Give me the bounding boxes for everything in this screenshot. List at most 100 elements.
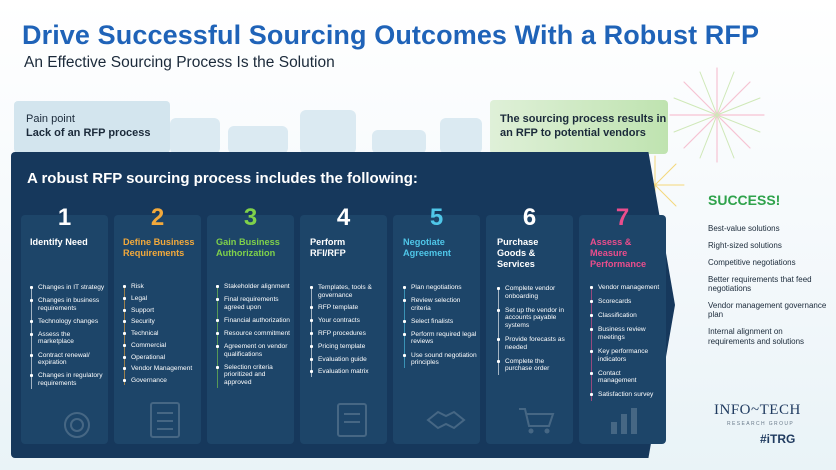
success-list-item: Internal alignment on requirements and s… xyxy=(708,327,805,346)
step-title-1: Identify Need xyxy=(30,237,88,247)
background-bar xyxy=(372,130,426,154)
pain-point-label: Pain point xyxy=(26,113,75,125)
step-list-item: Technical xyxy=(123,330,199,338)
step-list-item: Your contracts xyxy=(310,317,386,325)
step-timeline-line xyxy=(31,286,32,389)
pain-point-box xyxy=(14,101,170,153)
step-card-5 xyxy=(393,215,480,444)
step-list-item: Complete the purchase order xyxy=(497,358,573,373)
background-bar xyxy=(300,110,356,154)
step-list-item: Contract renewal/ expiration xyxy=(30,352,106,367)
step-timeline-line xyxy=(124,285,125,386)
pain-point-text: Lack of an RFP process xyxy=(26,127,151,139)
handshake-icon xyxy=(426,410,466,430)
step-card-2 xyxy=(114,215,201,444)
success-list-item: Best-value solutions xyxy=(708,224,780,233)
step-list-item: Provide forecasts as needed xyxy=(497,336,573,351)
success-list-item: Better requirements that feed negotiatio… xyxy=(708,274,812,294)
success-list-item: Right-sized solutions xyxy=(708,240,782,250)
step-list-item: Agreement on vendor qualifications xyxy=(216,343,292,358)
step-title-2: Define Business Requirements xyxy=(123,237,195,258)
result-text: The sourcing process results in an RFP t… xyxy=(500,113,667,139)
brand-tagline: RESEARCH GROUP xyxy=(727,421,795,427)
page-subtitle: An Effective Sourcing Process Is the Sol… xyxy=(24,54,335,71)
background-bar xyxy=(228,126,288,154)
step-title-4: Perform RFI/RFP xyxy=(310,237,346,258)
step-list-item: Commercial xyxy=(123,342,199,350)
step-list-item: Vendor management xyxy=(590,284,660,292)
step-timeline-line xyxy=(311,286,312,378)
step-list-item: Risk xyxy=(123,283,199,291)
firework-icon xyxy=(669,67,765,163)
step-list-item: RFP procedures xyxy=(310,330,386,338)
step-list-item: Evaluation guide xyxy=(310,356,386,364)
step-list-item: Satisfaction survey xyxy=(590,391,660,399)
step-list-item: Scorecards xyxy=(590,298,660,306)
step-list-item: Complete vendor onboarding xyxy=(497,285,573,300)
step-list-item: RFP template xyxy=(310,304,386,312)
success-title: SUCCESS! xyxy=(708,192,781,208)
step-number-2: 2 xyxy=(150,204,165,231)
bar-chart-icon xyxy=(611,408,637,434)
step-card-4 xyxy=(300,215,387,444)
step-list-item: Security xyxy=(123,318,199,326)
step-list-item: Changes in regulatory requirements xyxy=(30,372,106,387)
step-list-item: Legal xyxy=(123,295,199,303)
success-list-item: Competitive negotiations xyxy=(708,257,796,267)
checklist-icon xyxy=(150,402,180,438)
step-list-item: Evaluation matrix xyxy=(310,368,386,376)
step-title-7: Assess & Measure Performance xyxy=(590,237,647,269)
step-list-item: Use sound negotiation principles xyxy=(403,352,479,367)
step-number-6: 6 xyxy=(522,204,537,231)
step-timeline-line xyxy=(217,285,218,388)
step-list-item: Final requirements agreed upon xyxy=(216,296,292,311)
process-heading: A robust RFP sourcing process includes t… xyxy=(27,170,418,187)
step-list-item: Changes in business requirements xyxy=(30,297,106,312)
step-list-item: Key performance indicators xyxy=(590,348,660,363)
result-box xyxy=(490,100,668,154)
step-list-item: Pricing template xyxy=(310,343,386,351)
step-list-item: Assess the marketplace xyxy=(30,331,106,346)
background-bar xyxy=(170,118,220,154)
step-list-item: Templates, tools & governance xyxy=(310,284,386,299)
step-list-item: Review selection criteria xyxy=(403,297,479,312)
step-list-item: Governance xyxy=(123,377,199,385)
step-number-3: 3 xyxy=(243,204,258,231)
step-list-item: Stakeholder alignment xyxy=(216,283,292,291)
step-timeline-line xyxy=(591,286,592,402)
step-list-item: Plan negotiations xyxy=(403,284,479,292)
step-number-4: 4 xyxy=(336,204,351,231)
step-list-item: Support xyxy=(123,307,199,315)
step-list-item: Set up the vendor in accounts payable sy… xyxy=(497,307,573,330)
step-number-5: 5 xyxy=(429,204,444,231)
document-icon xyxy=(337,403,367,437)
step-list-item: Select finalists xyxy=(403,318,479,326)
cart-icon xyxy=(519,408,555,434)
step-list-item: Resource commitment xyxy=(216,330,292,338)
step-list-item: Selection criteria prioritized and appro… xyxy=(216,364,292,387)
step-timeline-line xyxy=(404,286,405,369)
step-list-item: Classification xyxy=(590,312,660,320)
target-icon xyxy=(64,412,90,438)
step-timeline-line xyxy=(498,287,499,376)
page-title: Drive Successful Sourcing Outcomes With … xyxy=(22,20,760,50)
step-card-1 xyxy=(21,215,108,444)
step-number-1: 1 xyxy=(57,204,72,231)
step-list-item: Technology changes xyxy=(30,318,106,326)
step-title-3: Gain Business Authorization xyxy=(216,237,280,258)
step-list-item: Changes in IT strategy xyxy=(30,284,106,292)
step-card-7 xyxy=(579,215,666,444)
step-card-3 xyxy=(207,215,294,444)
background-bar xyxy=(440,118,482,154)
step-card-6 xyxy=(486,215,573,444)
step-list-item: Vendor Management xyxy=(123,365,199,373)
step-list-item: Perform required legal reviews xyxy=(403,331,479,346)
success-list-item: Vendor management governance plan xyxy=(708,301,827,320)
